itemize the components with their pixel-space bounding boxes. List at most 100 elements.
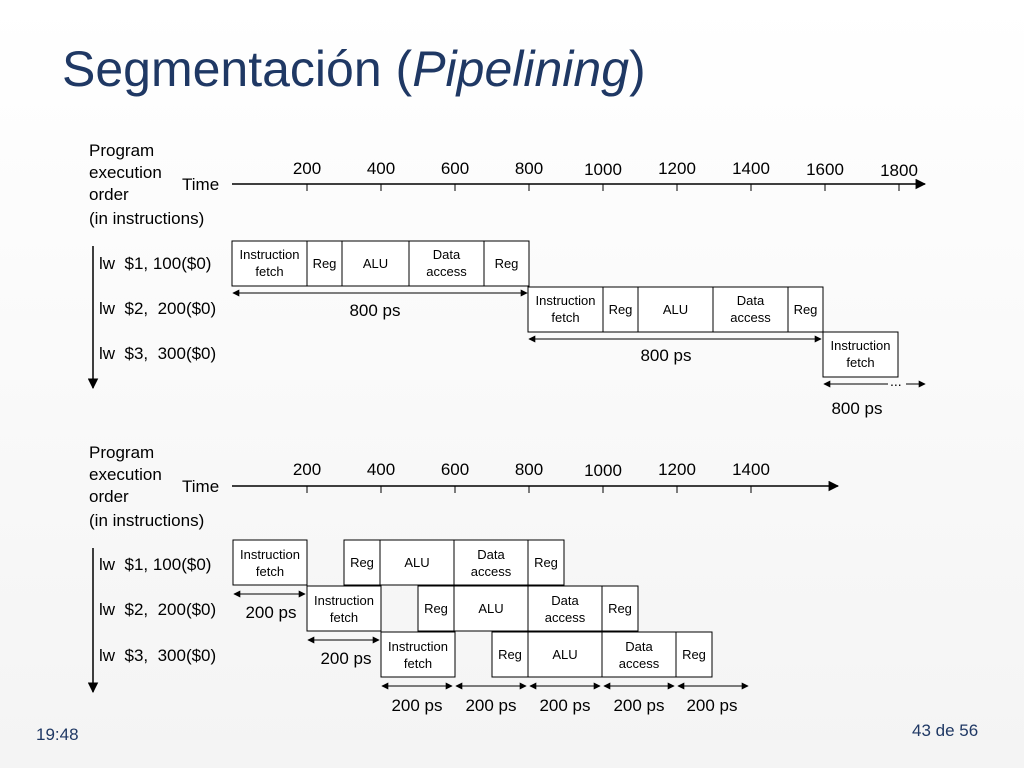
tick-label: 1000 bbox=[584, 461, 622, 480]
stage-text: Reg bbox=[794, 302, 818, 317]
tick-label: 400 bbox=[367, 159, 395, 178]
stage-text: Reg bbox=[498, 647, 522, 662]
stage-text: Reg bbox=[608, 601, 632, 616]
stage-text: fetch bbox=[404, 656, 432, 671]
stage-text: ALU bbox=[663, 302, 688, 317]
instruction-label: lw $2, 200($0) bbox=[99, 299, 216, 318]
stage-alu bbox=[379, 539, 455, 586]
tick-label: 1600 bbox=[806, 160, 844, 179]
stage-reg bbox=[306, 240, 343, 287]
stage-alu bbox=[341, 240, 410, 287]
instruction-label: lw $2, 200($0) bbox=[99, 600, 216, 619]
stage-text: Reg bbox=[313, 256, 337, 271]
stage-text: fetch bbox=[330, 610, 358, 625]
stage-data-access bbox=[712, 286, 789, 333]
sequential-instruction-3: Instruction fetch bbox=[822, 331, 899, 378]
sequential-diagram: Program execution order (in instructions… bbox=[87, 141, 927, 418]
stage-instruction-fetch bbox=[822, 331, 899, 378]
tick-label: 600 bbox=[441, 159, 469, 178]
interval-label: 800 ps bbox=[831, 399, 882, 418]
slide-title: Segmentación (Pipelining) bbox=[62, 40, 646, 98]
stage-alu bbox=[453, 585, 529, 632]
stage-alu bbox=[527, 631, 603, 678]
stage-reg bbox=[483, 240, 530, 287]
stage-instruction-fetch bbox=[380, 631, 456, 678]
stage-data-access bbox=[601, 631, 677, 678]
program-label-line: execution bbox=[89, 163, 162, 182]
stage-text: Instruction bbox=[240, 547, 300, 562]
stage-time-label: 200 ps bbox=[465, 696, 516, 715]
stage-text: Data bbox=[551, 593, 579, 608]
tick-label: 200 bbox=[293, 460, 321, 479]
instruction-label: lw $3, 300($0) bbox=[99, 344, 216, 363]
stage-instruction-fetch bbox=[232, 539, 308, 586]
stage-data-access bbox=[408, 240, 485, 287]
stage-time-label: 200 ps bbox=[539, 696, 590, 715]
program-label-line: execution bbox=[89, 465, 162, 484]
pipelined-instruction-1: Instruction fetch Reg ALU Data access Re… bbox=[232, 539, 565, 586]
title-main: Segmentación ( bbox=[62, 41, 413, 97]
stage-text: Reg bbox=[350, 555, 374, 570]
stage-time-label: 200 ps bbox=[245, 603, 296, 622]
interval-label: 800 ps bbox=[349, 301, 400, 320]
time-label: Time bbox=[182, 175, 219, 194]
program-order-label: Program execution order (in instructions… bbox=[89, 443, 204, 530]
time-ticks: 200 400 600 800 1000 1200 1400 1600 1800 bbox=[293, 159, 918, 191]
tick-label: 1400 bbox=[732, 159, 770, 178]
program-label-line: order bbox=[89, 185, 129, 204]
tick-label: 1200 bbox=[658, 159, 696, 178]
instruction-label: lw $1, 100($0) bbox=[99, 254, 211, 273]
instruction-label: lw $3, 300($0) bbox=[99, 646, 216, 665]
stage-text: fetch bbox=[846, 355, 874, 370]
tick-label: 1000 bbox=[584, 160, 622, 179]
stage-time-label: 200 ps bbox=[391, 696, 442, 715]
stage-text: fetch bbox=[551, 310, 579, 325]
title-close: ) bbox=[629, 41, 646, 97]
stage-text: ALU bbox=[363, 256, 388, 271]
sequential-instruction-1: Instruction fetch Reg ALU Data access Re… bbox=[231, 240, 530, 287]
stage-time-label: 200 ps bbox=[320, 649, 371, 668]
stage-text: Reg bbox=[609, 302, 633, 317]
tick-label: 200 bbox=[293, 159, 321, 178]
stage-instruction-fetch bbox=[306, 585, 382, 632]
stage-reg bbox=[602, 286, 639, 333]
program-label-line: Program bbox=[89, 443, 154, 462]
instruction-label: lw $1, 100($0) bbox=[99, 555, 211, 574]
stage-text: Reg bbox=[424, 601, 448, 616]
stage-text: Data bbox=[477, 547, 505, 562]
stage-text: Reg bbox=[534, 555, 558, 570]
tick-label: 600 bbox=[441, 460, 469, 479]
interval-label: 800 ps bbox=[640, 346, 691, 365]
stage-text: access bbox=[730, 310, 771, 325]
stage-data-access bbox=[527, 585, 603, 632]
stage-reg bbox=[787, 286, 824, 333]
stage-text: Instruction bbox=[831, 338, 891, 353]
program-order-label: Program execution order (in instructions… bbox=[89, 141, 204, 228]
stage-text: ALU bbox=[478, 601, 503, 616]
time-label: Time bbox=[182, 477, 219, 496]
stage-text: Data bbox=[625, 639, 653, 654]
pipelined-instruction-3: Instruction fetch Reg ALU Data access Re… bbox=[380, 631, 713, 678]
stage-text: Instruction bbox=[536, 293, 596, 308]
stage-reg bbox=[601, 585, 639, 632]
stage-instruction-fetch bbox=[527, 286, 604, 333]
slide-time: 19:48 bbox=[36, 725, 79, 744]
pipelined-diagram: Program execution order (in instructions… bbox=[87, 443, 840, 715]
time-ticks: 200 400 600 800 1000 1200 1400 bbox=[293, 460, 770, 493]
stage-text: access bbox=[545, 610, 586, 625]
stage-text: access bbox=[426, 264, 467, 279]
continuation-dots: ... bbox=[890, 373, 902, 389]
tick-label: 1400 bbox=[732, 460, 770, 479]
stage-text: fetch bbox=[255, 264, 283, 279]
program-label-line: order bbox=[89, 487, 129, 506]
program-label-line: (in instructions) bbox=[89, 511, 204, 530]
program-label-line: Program bbox=[89, 141, 154, 160]
stage-text: access bbox=[619, 656, 660, 671]
stage-text: Instruction bbox=[388, 639, 448, 654]
stage-data-access bbox=[453, 539, 529, 586]
slide-page-number: 43 de 56 bbox=[912, 721, 979, 740]
sequential-instruction-2: Instruction fetch Reg ALU Data access Re… bbox=[527, 286, 824, 333]
pipelined-instruction-2: Instruction fetch Reg ALU Data access Re… bbox=[306, 585, 639, 632]
stage-text: Reg bbox=[682, 647, 706, 662]
